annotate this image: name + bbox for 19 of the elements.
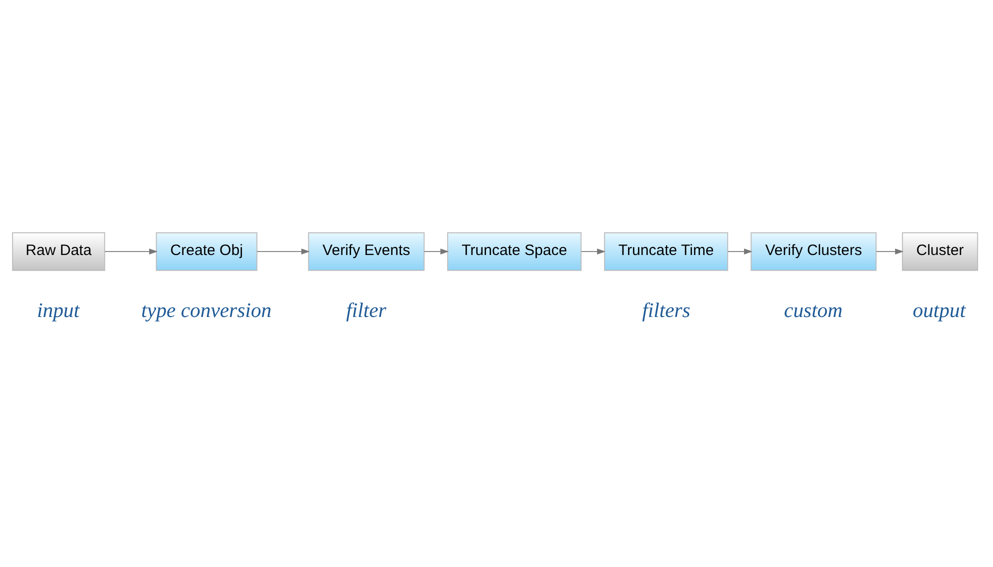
- node-label: input: [37, 300, 80, 322]
- node-label: filter: [346, 300, 386, 322]
- arrow: [876, 248, 904, 255]
- node-box: Cluster: [902, 232, 978, 271]
- node-box: Raw Data: [12, 232, 106, 271]
- node-label: type conversion: [141, 300, 272, 322]
- arrow: [728, 248, 752, 255]
- arrow: [104, 248, 158, 255]
- node-label: custom: [784, 300, 843, 322]
- node-label: filters: [642, 300, 690, 322]
- arrow: [424, 248, 449, 255]
- node-label: output: [912, 300, 966, 322]
- node-box: Truncate Time: [604, 232, 728, 271]
- node-box: Verify Clusters: [750, 232, 877, 271]
- node-box: Create Obj: [156, 232, 258, 271]
- arrow: [581, 248, 606, 255]
- node-box: Truncate Space: [447, 232, 582, 271]
- node-box: Verify Events: [308, 232, 425, 271]
- arrow: [256, 248, 310, 255]
